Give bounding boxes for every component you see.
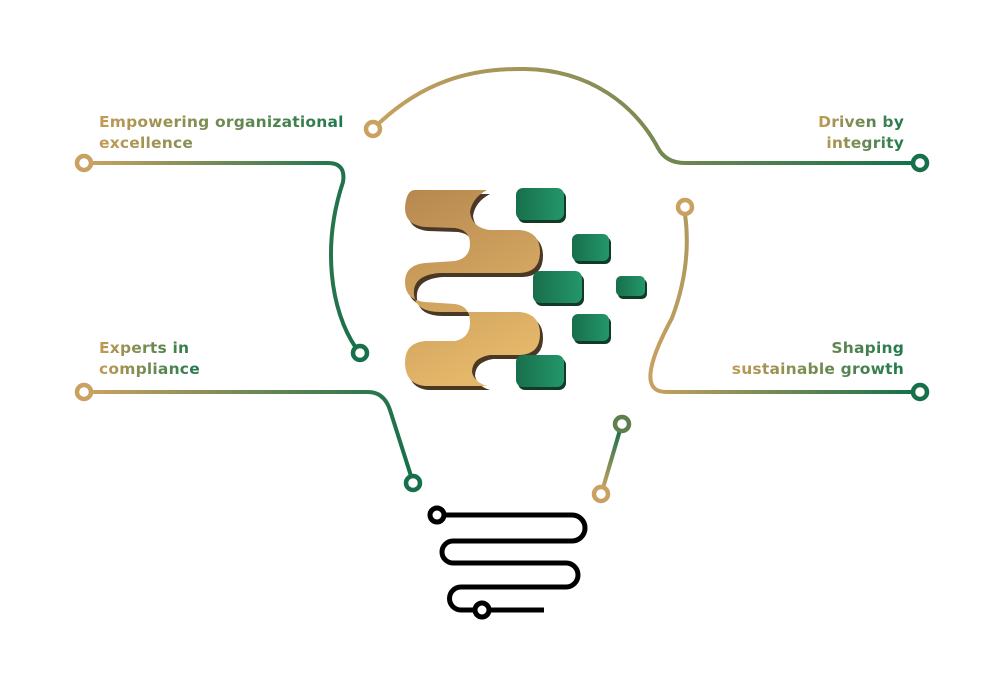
node-icon [363,119,383,139]
label-line: Empowering organizational [99,113,344,131]
node-icon [403,473,423,493]
node-icon [350,343,370,363]
node-icon [612,414,632,434]
company-logo [405,188,647,390]
right-connector-line [648,212,915,394]
short-connector-line [601,428,622,490]
bulb-base-coil-icon [427,505,588,620]
node-icon [591,484,611,504]
label-bottom-right: Shaping sustainable growth [732,338,904,380]
label-top-left: Empowering organizational excellence [99,112,344,154]
node-icon [74,153,94,173]
label-line: sustainable growth [731,360,904,378]
top-left-connector-line [89,161,358,350]
label-bottom-left: Experts in compliance [99,338,200,380]
label-line: compliance [99,360,200,378]
label-line: Shaping [831,339,904,357]
node-icon [910,153,930,173]
label-line: Driven by [818,113,904,131]
bulb-top-arc-line [371,66,915,165]
label-top-right: Driven by integrity [818,112,904,154]
label-line: Experts in [99,339,190,357]
label-line: excellence [99,134,194,152]
node-icon [675,197,695,217]
node-icon [74,382,94,402]
label-line: integrity [826,134,904,152]
node-icon [910,382,930,402]
bottom-left-connector-line [89,390,413,478]
